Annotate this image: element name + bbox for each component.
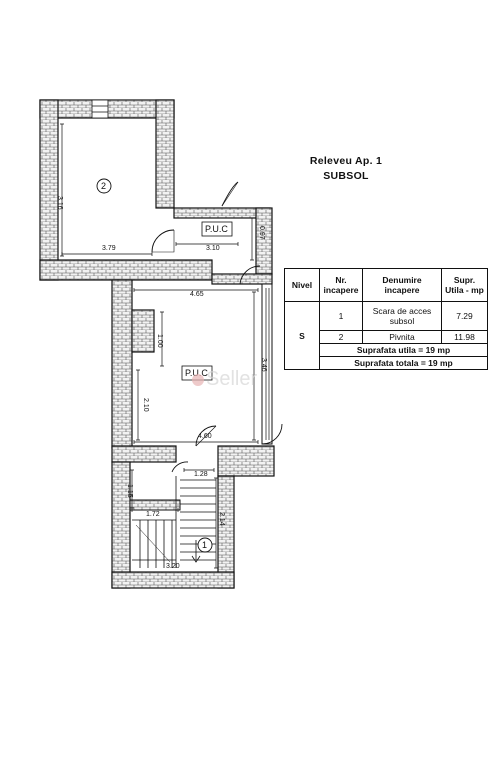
row1-nr: 1	[319, 301, 363, 331]
dim-3-46: 3.46	[260, 358, 267, 372]
dim-3-79: 3.79	[102, 245, 116, 252]
dim-3-16: 3.16	[56, 196, 63, 210]
dim-2-14: 2.14	[218, 512, 225, 526]
row2-area: 11.98	[441, 330, 488, 344]
puc-main-label: P.U.C	[185, 368, 208, 378]
puc-top-label: P.U.C	[205, 224, 228, 234]
row2-name: Pivnita	[362, 330, 442, 344]
dim-4-65: 4.65	[190, 291, 204, 298]
table-row: Suprafata totala = 19 mp	[285, 356, 488, 370]
row1-area: 7.29	[441, 301, 488, 331]
plan-title: Releveu Ap. 1 SUBSOL	[286, 154, 406, 184]
stairs	[132, 476, 216, 568]
watermark: Seller	[192, 368, 257, 391]
dim-1-28: 1.28	[194, 471, 208, 478]
dim-1-00: 1.00	[156, 334, 163, 348]
watermark-text: Seller	[206, 368, 258, 390]
table-row: S 1 Scara de acces subsol 7.29	[284, 301, 488, 370]
walls-room-2	[39, 99, 213, 281]
header-denumire: Denumire incapere	[362, 268, 442, 302]
room-2-marker: 2	[96, 178, 112, 194]
walls-main-room	[111, 279, 275, 477]
header-supr: Supr. Utila - mp	[441, 268, 488, 302]
total-overall: Suprafata totala = 19 mp	[319, 356, 488, 370]
watermark-logo-icon	[192, 373, 204, 386]
walls-puc-corridor	[173, 207, 273, 285]
dim-0-97: 0.97	[258, 226, 265, 240]
room-1-number: 1	[202, 540, 207, 550]
dim-1-72: 1.72	[146, 511, 160, 518]
total-useful: Suprafata utila = 19 mp	[319, 343, 488, 357]
area-table: Nivel Nr. incapere Denumire incapere Sup…	[284, 268, 488, 370]
row1-name: Scara de acces subsol	[362, 301, 442, 331]
dimension-lines	[60, 123, 259, 569]
dim-3-20: 3.20	[166, 563, 180, 570]
door-swings	[151, 181, 283, 473]
dim-3-10: 3.10	[206, 245, 220, 252]
level-cell: S	[284, 301, 320, 370]
dim-4-60: 4.60	[198, 433, 212, 440]
dim-2-10: 2.10	[142, 398, 149, 412]
header-nr: Nr. incapere	[319, 268, 363, 302]
plan-title-line1: Releveu Ap. 1	[309, 155, 383, 167]
puc-top-label-box: P.U.C	[201, 221, 233, 237]
row2-nr: 2	[319, 330, 363, 344]
puc-main-label-box: P.U.C	[181, 365, 213, 381]
walls-stair-room	[111, 461, 235, 589]
area-table-header: Nivel Nr. incapere Denumire incapere Sup…	[284, 268, 488, 302]
plan-title-line2: SUBSOL	[323, 170, 369, 182]
header-nivel: Nivel	[284, 268, 320, 302]
room-2-number: 2	[101, 181, 106, 191]
room-1-marker: 1	[197, 537, 213, 553]
dim-1-15: 1.15	[126, 484, 133, 498]
